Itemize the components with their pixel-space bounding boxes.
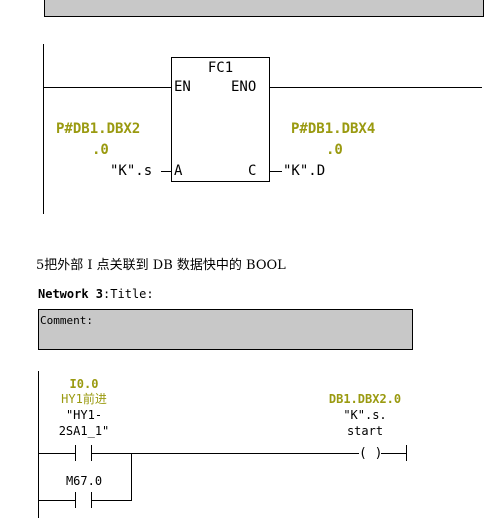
coil-symbol-line2: start bbox=[346, 424, 384, 438]
branch-wire-left bbox=[38, 500, 75, 501]
contact1-symbol-line2: 2SA1_1" bbox=[58, 424, 110, 438]
section-heading: 5把外部 I 点关联到 DB 数据快中的 BOOL bbox=[36, 258, 286, 273]
comment-label: Comment: bbox=[40, 314, 93, 327]
network2-comment-bar bbox=[44, 0, 484, 17]
network3-title[interactable]: Title: bbox=[110, 287, 154, 301]
input-address-line1[interactable]: P#DB1.DBX2 bbox=[56, 121, 141, 137]
input-symbol: "K".s bbox=[110, 163, 153, 179]
contact2-left-plate bbox=[75, 492, 76, 508]
contact1-symbol-line1: "HY1- bbox=[65, 408, 103, 422]
network3-power-rail bbox=[38, 371, 39, 518]
network3-title-separator: : bbox=[103, 287, 111, 301]
network2-eno-wire bbox=[270, 87, 482, 88]
network3-number: Network 3 bbox=[38, 287, 104, 301]
coil-address[interactable]: DB1.DBX2.0 bbox=[328, 392, 402, 406]
contact2-address[interactable]: M67.0 bbox=[65, 474, 103, 488]
network3-label: Network 3:Title: bbox=[38, 288, 154, 300]
network2-power-rail bbox=[43, 44, 44, 214]
rung-wire-left bbox=[38, 453, 75, 454]
rung-wire-main bbox=[91, 453, 359, 454]
a-pin-label: A bbox=[174, 163, 183, 179]
fc1-block-name: FC1 bbox=[207, 60, 234, 76]
output-address-line1[interactable]: P#DB1.DBX4 bbox=[291, 121, 376, 137]
right-end-tick bbox=[406, 445, 407, 461]
coil[interactable]: ( ) bbox=[359, 446, 383, 461]
contact1-address[interactable]: I0.0 bbox=[69, 377, 99, 391]
eno-pin-label: ENO bbox=[231, 79, 257, 95]
output-symbol: "K".D bbox=[283, 163, 326, 179]
contact1-left-plate bbox=[75, 445, 76, 461]
branch-wire-right bbox=[91, 500, 132, 501]
c-pin-stub bbox=[270, 171, 282, 172]
c-pin-label: C bbox=[248, 163, 257, 179]
network2-en-wire bbox=[43, 87, 172, 88]
en-pin-label: EN bbox=[174, 79, 191, 95]
network3-comment-box[interactable]: Comment: bbox=[38, 309, 413, 350]
input-address-line2: .0 bbox=[92, 142, 109, 158]
fc1-block[interactable] bbox=[171, 57, 270, 182]
contact1-comment: HY1前进 bbox=[61, 392, 107, 406]
a-pin-stub bbox=[161, 171, 171, 172]
output-address-line2: .0 bbox=[326, 142, 343, 158]
coil-symbol-line1: "K".s. bbox=[343, 408, 387, 422]
rung-wire-right bbox=[381, 453, 406, 454]
branch-join-wire bbox=[131, 453, 132, 501]
